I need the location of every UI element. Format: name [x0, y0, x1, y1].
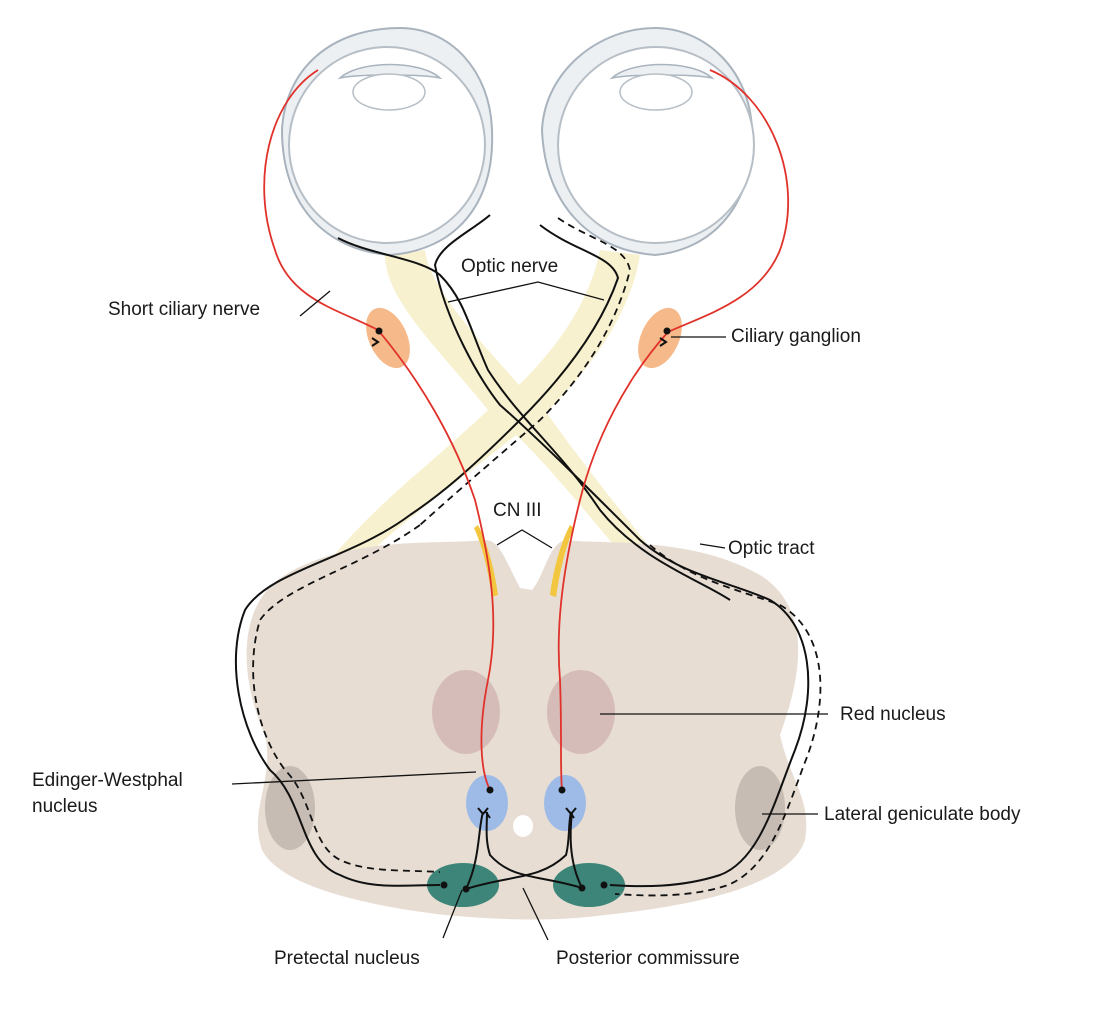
- label-cn-iii: CN III: [493, 500, 542, 521]
- label-short-ciliary-nerve: Short ciliary nerve: [108, 299, 261, 320]
- pretectal-nucleus-left: [427, 863, 499, 907]
- edinger-westphal-right: [544, 775, 586, 831]
- midbrain-cross-section: [246, 540, 807, 920]
- red-nucleus-right: [547, 670, 615, 754]
- optic-pathway: [330, 250, 660, 570]
- midbrain: [246, 525, 807, 920]
- leader-lines: [231, 281, 828, 941]
- optic-fibers: [234, 214, 822, 897]
- right-eyeball: [540, 26, 755, 257]
- left-eyeball: [280, 26, 494, 257]
- label-red-nucleus: Red nucleus: [840, 704, 946, 725]
- edinger-westphal-left: [466, 775, 508, 831]
- label-optic-nerve: Optic nerve: [461, 256, 559, 277]
- cn-iii-left-glow: [474, 525, 498, 597]
- aqueduct: [513, 815, 533, 837]
- pretectal-ew-connections: [465, 811, 583, 890]
- label-pretectal-nucleus: Pretectal nucleus: [274, 948, 420, 969]
- lateral-geniculate-right: [735, 766, 785, 850]
- parasympathetic-pathway: [263, 69, 789, 791]
- label-posterior-commissure: Posterior commissure: [556, 948, 740, 969]
- label-optic-tract: Optic tract: [728, 538, 815, 559]
- label-edinger-westphal-2: nucleus: [32, 796, 98, 817]
- label-lateral-geniculate-body: Lateral geniculate body: [824, 804, 1021, 825]
- label-ciliary-ganglion: Ciliary ganglion: [731, 326, 861, 347]
- ciliary-ganglion-left: [366, 307, 410, 369]
- pretectal-nucleus-right: [553, 863, 625, 907]
- cn-iii-right-glow: [550, 525, 574, 597]
- label-edinger-westphal-1: Edinger-Westphal: [32, 770, 183, 791]
- red-nucleus-left: [432, 670, 500, 754]
